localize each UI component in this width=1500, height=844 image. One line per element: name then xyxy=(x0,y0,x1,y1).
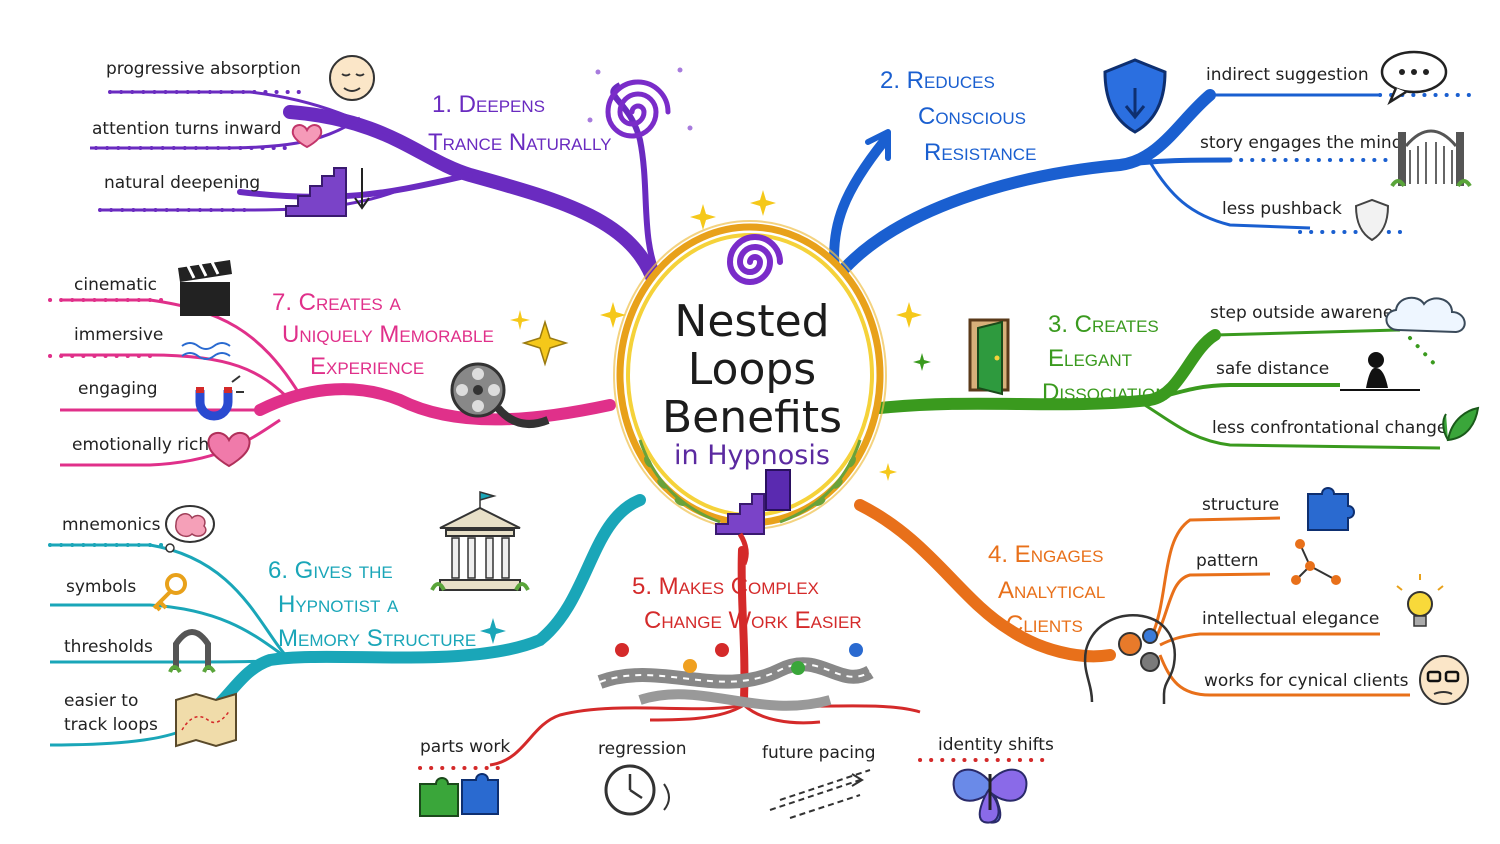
branch-7-heading: 7. Creates a Uniquely Memorable Experien… xyxy=(272,289,501,380)
branch-5-heading: 5. Makes Complex Change Work Easier xyxy=(632,573,862,634)
center-title-line2: Loops xyxy=(688,344,816,395)
branch-7-item-2: immersive xyxy=(74,325,163,345)
branch-6: mnemonics symbols thresholds easier to t… xyxy=(48,491,646,748)
branch-7-item-4: emotionally rich xyxy=(72,435,209,455)
branch-4-item-3: intellectual elegance xyxy=(1202,609,1379,629)
network-icon xyxy=(1291,539,1341,585)
branch-7: cinematic immersive engaging emotionally… xyxy=(48,260,616,468)
branch-3-heading: 3. Creates Elegant Dissociation xyxy=(1042,311,1168,406)
center-subtitle: in Hypnosis xyxy=(674,440,830,471)
butterfly-icon xyxy=(952,768,1028,824)
leaf-icon xyxy=(1442,406,1480,442)
branch-7-item-1: cinematic xyxy=(74,275,157,295)
branch-3: step outside awareness safe distance les… xyxy=(874,296,1480,450)
center-title-line1: Nested xyxy=(674,296,829,347)
laurel-icon xyxy=(638,439,862,524)
center-title-line3: Benefits xyxy=(662,392,842,443)
branch-4-item-4: works for cynical clients xyxy=(1204,671,1409,691)
winding-roads-icon xyxy=(597,643,874,711)
speech-bubble-icon xyxy=(1380,50,1448,106)
stairs-door-icon xyxy=(715,469,791,565)
branch-5-item-3: future pacing xyxy=(762,743,876,763)
arrows-icon xyxy=(769,769,871,819)
stairs-down-icon xyxy=(285,167,370,217)
map-icon xyxy=(175,692,237,748)
temple-icon xyxy=(430,491,530,591)
branch-1-item-2: attention turns inward xyxy=(92,119,281,139)
shield-icon xyxy=(1103,58,1167,134)
branch-3-item-1: step outside awareness xyxy=(1210,303,1411,323)
branch-2-item-2: story engages the mind xyxy=(1200,133,1402,153)
magnet-icon xyxy=(195,375,244,421)
open-door-icon xyxy=(968,318,1010,396)
branch-1-item-3: natural deepening xyxy=(104,173,260,193)
branch-4-item-1: structure xyxy=(1202,495,1279,515)
branch-6-item-4b: track loops xyxy=(64,715,158,735)
sparkle-icon xyxy=(510,310,569,367)
lightbulb-icon xyxy=(1396,574,1444,627)
branch-5-item-1: parts work xyxy=(420,737,510,757)
branch-6-item-3: thresholds xyxy=(64,637,153,657)
branch-4-heading: 4. Engages Analytical Clients xyxy=(988,541,1112,638)
branch-6-heading: 6. Gives the Hypnotist a Memory Structur… xyxy=(268,557,476,652)
brain-thought-icon xyxy=(165,505,215,553)
shield-outline-icon xyxy=(1354,198,1390,242)
key-icon xyxy=(152,573,187,612)
sitting-person-icon xyxy=(1340,352,1420,391)
clock-icon xyxy=(604,764,670,816)
branch-2-heading: 2. Reduces Conscious Resistance xyxy=(880,67,1036,166)
branch-2-item-1: indirect suggestion xyxy=(1206,65,1369,85)
heart-icon xyxy=(207,431,251,468)
branch-6-item-1: mnemonics xyxy=(62,515,161,535)
glasses-face-icon xyxy=(1419,655,1469,705)
waves-icon xyxy=(181,342,231,360)
branch-3-item-2: safe distance xyxy=(1216,359,1329,379)
branch-4: structure pattern intellectual elegance … xyxy=(854,487,1469,705)
garden-gate-icon xyxy=(1390,129,1472,188)
center-node: Nested Loops Benefits in Hypnosis xyxy=(600,190,931,565)
puzzle-piece-icon xyxy=(1307,487,1355,531)
cloud-icon xyxy=(1385,296,1466,334)
branch-5-item-4: identity shifts xyxy=(938,735,1054,755)
center-spiral-icon xyxy=(726,234,783,285)
branch-6-item-2: symbols xyxy=(66,577,136,597)
branch-6-item-4a: easier to xyxy=(64,691,138,711)
archway-icon xyxy=(168,629,216,674)
sparkle-icon xyxy=(480,618,506,644)
clapperboard-icon xyxy=(178,260,232,316)
film-reel-icon xyxy=(450,362,550,428)
branch-1-item-1: progressive absorption xyxy=(106,59,301,79)
peaceful-face-icon xyxy=(329,55,375,101)
branch-2: indirect suggestion story engages the mi… xyxy=(829,50,1472,277)
branch-3-item-3: less confrontational change xyxy=(1212,418,1447,438)
spiral-icon xyxy=(587,67,693,139)
heart-icon xyxy=(291,124,323,149)
branch-5-item-2: regression xyxy=(598,739,687,759)
branch-7-item-3: engaging xyxy=(78,379,158,399)
head-gears-icon xyxy=(1083,614,1176,704)
branch-4-item-2: pattern xyxy=(1196,551,1258,571)
branch-1: progressive absorption attention turns i… xyxy=(90,55,693,292)
branch-1-heading: 1. Deepens Trance Naturally xyxy=(428,91,612,156)
puzzle-pieces-icon xyxy=(419,773,499,817)
branch-2-item-3: less pushback xyxy=(1222,199,1342,219)
branch-5: parts work regression future pacing iden… xyxy=(418,546,1054,824)
